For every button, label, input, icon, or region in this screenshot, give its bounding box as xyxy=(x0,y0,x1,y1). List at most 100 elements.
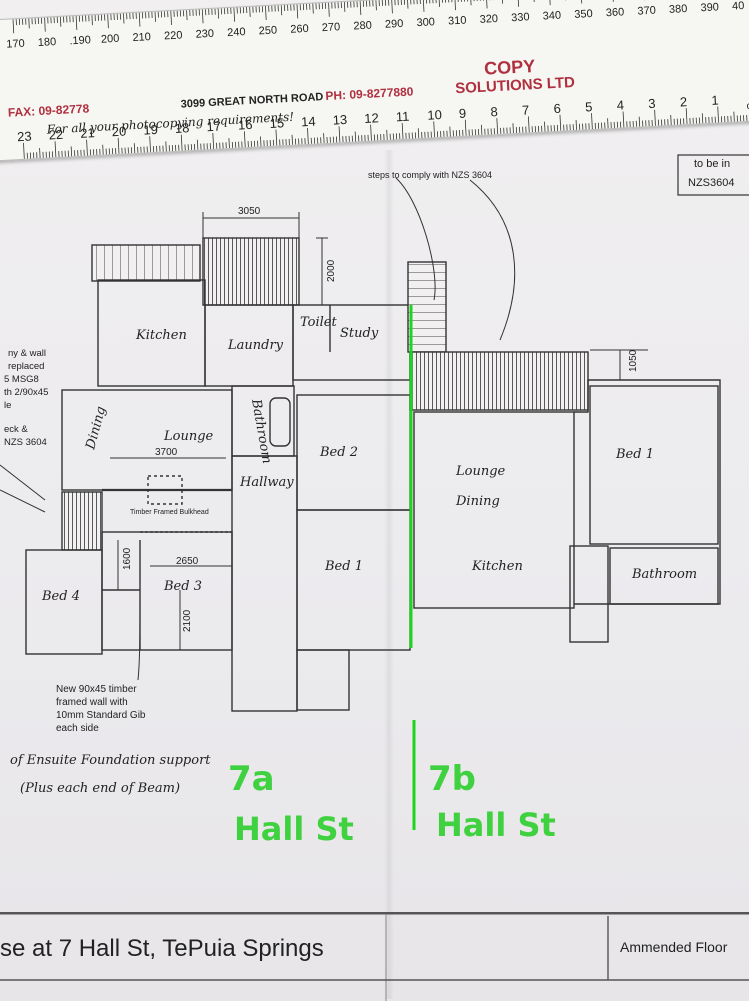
ruler-phone: PH: 09-8277880 xyxy=(325,84,414,103)
ruler-mm-label: 380 xyxy=(669,3,688,16)
ensuite-note-2: (Plus each end of Beam) xyxy=(20,781,180,796)
ruler-cm-label: 23 xyxy=(17,128,32,144)
ruler-mm-label: 210 xyxy=(132,31,151,44)
ruler-mm-label: 350 xyxy=(574,8,593,21)
dim-2100: 2100 xyxy=(182,609,193,632)
ruler-mm-label: 360 xyxy=(606,6,625,19)
ruler-cm-label: 11 xyxy=(395,109,409,125)
room-study: Study xyxy=(340,326,379,341)
deck-steps-7a xyxy=(92,245,200,281)
unit-7a-number: 7a xyxy=(228,759,275,799)
top-right-line2: NZS3604 xyxy=(688,177,734,189)
ruler-cm-label: 6 xyxy=(553,101,561,116)
top-right-line1: to be in xyxy=(694,158,730,170)
side-deck-7a xyxy=(62,492,102,550)
room-bed1-7b: Bed 1 xyxy=(615,447,654,462)
ruler-cm-label: 10 xyxy=(427,107,442,123)
steps-note: steps to comply with NZS 3604 xyxy=(368,170,492,180)
bed1-7b xyxy=(590,386,718,544)
ruler-cm-label: 5 xyxy=(585,99,593,114)
ruler-mm-label: 250 xyxy=(258,24,277,37)
bulkhead-label: Timber Framed Bulkhead xyxy=(130,509,209,516)
room-kitchen-7a: Kitchen xyxy=(135,328,187,343)
ruler-company: COPY xyxy=(484,56,536,79)
laundry-deck xyxy=(203,238,299,305)
lounge-kitchen-7b xyxy=(414,412,574,608)
ruler-mm-label: 290 xyxy=(385,18,404,31)
ruler-cm-label: 7 xyxy=(522,102,530,117)
unit-7b-number: 7b xyxy=(428,759,476,799)
left-note-7: NZS 3604 xyxy=(4,437,47,448)
ruler-cm-label: 14 xyxy=(301,114,316,130)
room-hallway-7a: Hallway xyxy=(239,475,294,490)
ruler-cm-label: 13 xyxy=(332,112,347,128)
room-laundry: Laundry xyxy=(227,338,284,353)
ruler-mm-label: 230 xyxy=(195,28,214,41)
wall-note-1: New 90x45 timber xyxy=(56,684,137,695)
ruler-cm-label: 4 xyxy=(616,97,624,112)
ruler-cm-label: 12 xyxy=(364,110,379,126)
wall-note-4: each side xyxy=(56,723,99,734)
room-dining-7b: Dining xyxy=(455,494,500,509)
room-lounge-7b: Lounge xyxy=(455,464,506,479)
dim-2650: 2650 xyxy=(176,556,199,567)
ruler-mm-label: 270 xyxy=(322,21,341,34)
wall-note-2: framed wall with xyxy=(56,697,128,708)
left-note-3: 5 MSG8 xyxy=(4,374,39,385)
bed1-7a xyxy=(297,510,410,650)
dim-3050: 3050 xyxy=(238,206,261,217)
dim-3700: 3700 xyxy=(155,447,178,458)
room-lounge-7a: Lounge xyxy=(163,429,214,444)
ruler-mm-label: 330 xyxy=(511,11,530,24)
ruler-mm-label: 200 xyxy=(101,33,120,46)
left-note-5: le xyxy=(4,400,11,411)
ruler-cm-label: 1 xyxy=(711,92,719,107)
dim-2000: 2000 xyxy=(326,259,337,282)
ruler-mm-label: 240 xyxy=(227,26,246,39)
bathtub xyxy=(270,398,290,446)
ruler-mm-label: 370 xyxy=(637,5,656,18)
left-note-6: eck & xyxy=(4,424,28,435)
ruler-mm-label: 220 xyxy=(164,29,183,42)
room-dining-7a: Dining xyxy=(83,405,109,452)
ruler-mm-label: .190 xyxy=(69,34,91,47)
ruler-mm-label: 300 xyxy=(416,16,435,29)
subtitle-text: Ammended Floor xyxy=(620,939,728,955)
ruler-mm-label: 340 xyxy=(542,10,561,23)
room-kitchen-7b: Kitchen xyxy=(471,559,523,574)
room-bed2-7a: Bed 2 xyxy=(319,445,358,460)
room-bed1-7a: Bed 1 xyxy=(324,559,363,574)
ruler-cm-label: 9 xyxy=(459,106,467,121)
ruler-company-line2: SOLUTIONS LTD xyxy=(455,74,576,97)
ruler-mm-label: 310 xyxy=(448,15,467,28)
ensuite-note-1: of Ensuite Foundation support xyxy=(10,753,211,768)
unit-7b-street: Hall St xyxy=(436,806,556,844)
ruler-mm-label: 390 xyxy=(700,1,719,14)
ruler-mm-label: 40 xyxy=(732,0,745,13)
ruler-cm-label: 8 xyxy=(490,104,498,119)
title-block: se at 7 Hall St, TePuia Springs Ammended… xyxy=(0,912,749,1001)
ruler-cm-label: 2 xyxy=(679,94,687,109)
deck-steps-7b xyxy=(408,262,446,352)
left-note-2: replaced xyxy=(8,361,44,372)
hallway-7a xyxy=(232,456,297,711)
room-bed4: Bed 4 xyxy=(41,589,80,604)
left-note-1: ny & wall xyxy=(8,348,46,359)
ruler-address: 3099 GREAT NORTH ROAD xyxy=(180,91,323,110)
wall-note-3: 10mm Standard Gib xyxy=(56,710,146,721)
bath-side-7b xyxy=(570,546,608,642)
ruler-fax: FAX: 09-82778 xyxy=(8,101,90,119)
deck-7b xyxy=(410,352,588,410)
ruler-mm-label: 320 xyxy=(479,13,498,26)
room-bathroom-7b: Bathroom xyxy=(631,567,697,582)
room-toilet: Toilet xyxy=(300,315,337,330)
dim-1050: 1050 xyxy=(628,349,639,372)
ruler-mm-label: 280 xyxy=(353,20,372,33)
ruler-mm-label: 170 xyxy=(6,38,25,51)
ruler-cm-label: 3 xyxy=(648,96,656,111)
ruler-mm-label: 180 xyxy=(38,36,57,49)
hall-end-7a xyxy=(297,650,349,710)
left-note-4: th 2/90x45 xyxy=(4,387,48,398)
dim-1600: 1600 xyxy=(122,547,133,570)
unit-7a-street: Hall St xyxy=(234,810,354,848)
